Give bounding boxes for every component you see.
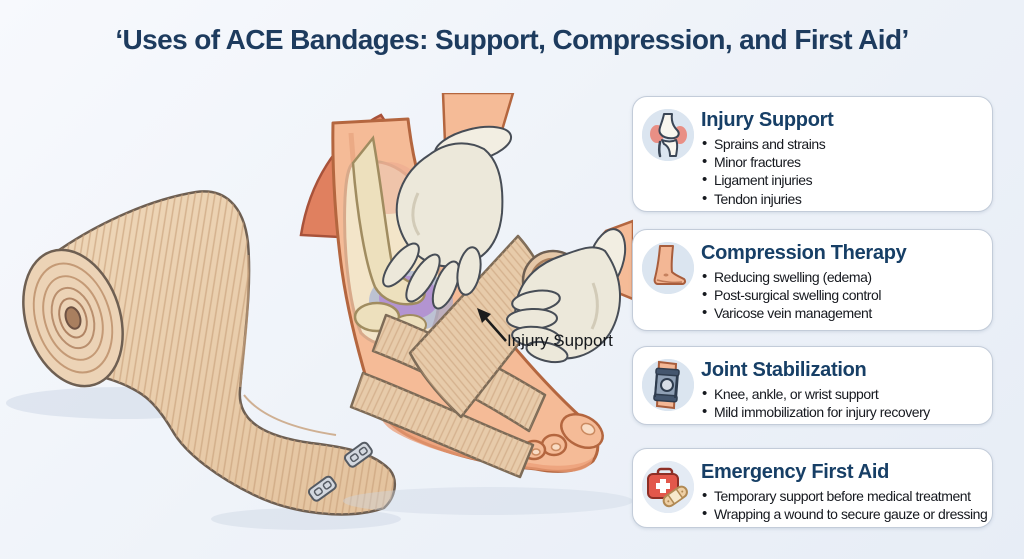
knee-joint-icon — [642, 109, 694, 161]
first-aid-kit-icon — [642, 461, 694, 513]
bullet-item: Minor fractures — [701, 152, 833, 172]
gloved-hand-top — [382, 93, 515, 310]
bandage-roll-face — [22, 248, 124, 388]
ground-shadow — [343, 487, 633, 515]
card-title: Injury Support — [701, 109, 834, 131]
applied-bandage-strip — [408, 234, 555, 419]
metal-clip — [307, 475, 337, 502]
bullet-item: Varicose vein management — [701, 303, 906, 323]
bare-foot-icon — [642, 242, 694, 294]
bullet-item: Post-surgical swelling control — [701, 285, 906, 305]
ankle-wrap-illustration — [299, 93, 633, 515]
gloved-hand-right — [506, 219, 633, 364]
injury-support-annotation: Injury Support — [507, 331, 613, 350]
card-bullet-list: Temporary support before medical treatme… — [701, 486, 988, 524]
bandage-roll-illustration — [6, 190, 401, 530]
metal-clip — [343, 441, 373, 468]
card-title: Compression Therapy — [701, 242, 907, 264]
card-emergency-first-aid: Emergency First Aid Temporary support be… — [632, 448, 993, 528]
bullet-item: Reducing swelling (edema) — [701, 267, 906, 287]
card-title: Emergency First Aid — [701, 461, 890, 483]
bullet-item: Tendon injuries — [701, 189, 833, 209]
bandage-strip — [50, 190, 397, 516]
card-title: Joint Stabilization — [701, 359, 867, 381]
card-compression-therapy: Compression Therapy Reducing swelling (e… — [632, 229, 993, 331]
bullet-item: Sprains and strains — [701, 134, 833, 154]
card-injury-support: Injury Support Sprains and strains Minor… — [632, 96, 993, 212]
card-joint-stabilization: Joint Stabilization Knee, ankle, or wris… — [632, 346, 993, 425]
bullet-item: Mild immobilization for injury recovery — [701, 402, 930, 422]
annotation-arrow — [477, 308, 507, 342]
bullet-item: Ligament injuries — [701, 170, 833, 190]
bullet-item: Knee, ankle, or wrist support — [701, 384, 930, 404]
page-title: ‘Uses of ACE Bandages: Support, Compress… — [115, 24, 909, 55]
card-bullet-list: Reducing swelling (edema) Post-surgical … — [701, 267, 906, 323]
bullet-item: Temporary support before medical treatme… — [701, 486, 984, 506]
card-bullet-list: Sprains and strains Minor fractures Liga… — [701, 134, 833, 209]
card-bullet-list: Knee, ankle, or wrist support Mild immob… — [701, 384, 930, 422]
bullet-item: Wrapping a wound to secure gauze or dres… — [701, 504, 988, 524]
knee-brace-icon — [642, 359, 694, 411]
